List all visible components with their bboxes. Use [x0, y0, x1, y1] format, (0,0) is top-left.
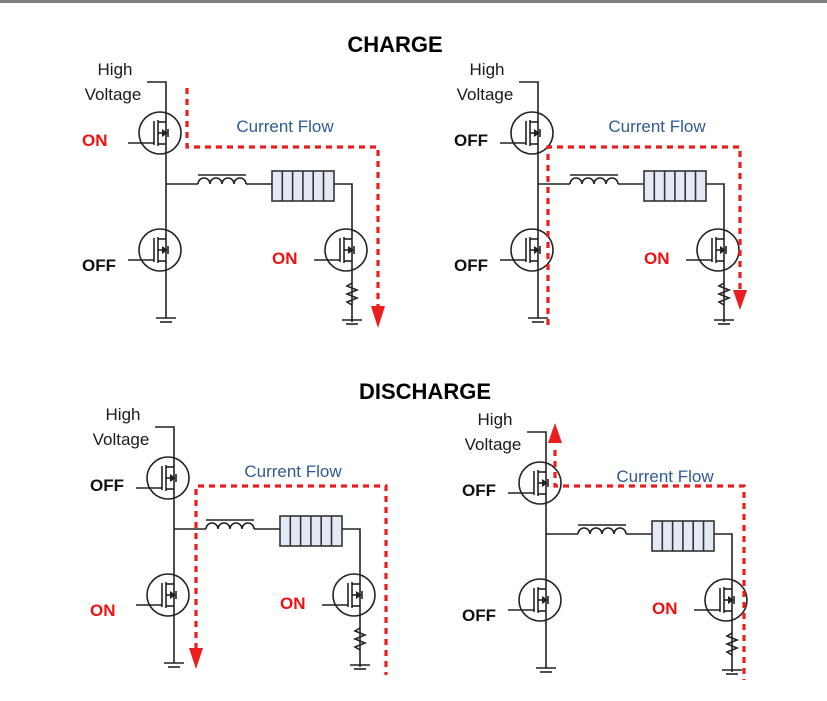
section-title-discharge: DISCHARGE	[359, 379, 491, 404]
resistor-icon	[344, 282, 360, 306]
high-side-mosfet-icon	[500, 111, 554, 155]
current-flow-label: Current Flow	[244, 462, 342, 481]
current-flow-label: Current Flow	[608, 117, 706, 136]
body-diode-icon	[348, 246, 354, 254]
arrow-down-icon	[733, 290, 747, 310]
supply-rail	[147, 81, 167, 318]
ground-icon	[714, 319, 734, 325]
high-voltage-label: Voltage	[85, 85, 142, 104]
body-diode-icon	[170, 591, 176, 599]
low-side-mosfet-icon	[136, 573, 190, 617]
low-side-mosfet-icon	[128, 228, 182, 272]
ground-icon	[342, 319, 362, 325]
capacitor-bank-icon	[651, 520, 715, 552]
load-mosfet-icon	[322, 573, 376, 617]
high-voltage-label: Voltage	[465, 435, 522, 454]
current-flow-path	[553, 450, 746, 680]
ground-icon	[528, 317, 548, 323]
current-flow-path	[194, 484, 388, 675]
resistor-icon	[716, 282, 732, 306]
supply-rail	[527, 431, 547, 668]
current-flow-label: Current Flow	[616, 467, 714, 486]
high-voltage-label: High	[478, 410, 513, 429]
window-top-border	[0, 0, 827, 3]
high-side-mosfet-icon	[508, 461, 562, 505]
load-switch-state: ON	[652, 599, 678, 618]
body-diode-icon	[720, 246, 726, 254]
current-flow-path	[546, 145, 742, 325]
high-side-mosfet-icon	[136, 456, 190, 500]
low-side-switch-state: OFF	[454, 256, 488, 275]
high-side-mosfet-icon	[128, 111, 182, 155]
supply-rail	[519, 81, 539, 318]
inductor-icon	[197, 174, 247, 185]
load-mosfet-icon	[686, 228, 740, 272]
ground-icon	[156, 317, 176, 323]
ground-icon	[536, 667, 556, 673]
capacitor-bank-icon	[271, 170, 335, 202]
current-flow-label: Current Flow	[236, 117, 334, 136]
inductor-icon	[577, 524, 627, 535]
inductor-icon	[569, 174, 619, 185]
low-side-mosfet-icon	[508, 578, 562, 622]
high-side-switch-state: OFF	[454, 131, 488, 150]
high-voltage-label: High	[98, 60, 133, 79]
section-title-charge: CHARGE	[347, 32, 442, 57]
high-voltage-label: High	[470, 60, 505, 79]
inductor-icon	[205, 519, 255, 530]
body-diode-icon	[170, 474, 176, 482]
arrow-up-icon	[548, 423, 562, 443]
high-voltage-label: Voltage	[457, 85, 514, 104]
body-diode-icon	[162, 246, 168, 254]
ground-icon	[722, 669, 742, 675]
high-voltage-label: Voltage	[93, 430, 150, 449]
resistor-icon	[724, 632, 740, 656]
low-side-switch-state: ON	[90, 601, 116, 620]
body-diode-icon	[162, 129, 168, 137]
low-side-switch-state: OFF	[82, 256, 116, 275]
ground-icon	[350, 664, 370, 670]
body-diode-icon	[534, 129, 540, 137]
body-diode-icon	[534, 246, 540, 254]
low-side-mosfet-icon	[500, 228, 554, 272]
arrow-down-icon	[189, 648, 203, 669]
body-diode-icon	[356, 591, 362, 599]
load-mosfet-icon	[314, 228, 368, 272]
load-switch-state: ON	[280, 594, 306, 613]
arrow-down-icon	[371, 306, 385, 328]
resistor-icon	[352, 627, 368, 651]
high-side-switch-state: OFF	[462, 481, 496, 500]
supply-rail	[155, 426, 175, 663]
body-diode-icon	[728, 596, 734, 604]
high-side-switch-state: OFF	[90, 476, 124, 495]
current-flow-path	[185, 88, 380, 308]
body-diode-icon	[542, 479, 548, 487]
body-diode-icon	[542, 596, 548, 604]
load-mosfet-icon	[694, 578, 748, 622]
high-voltage-label: High	[106, 405, 141, 424]
low-side-switch-state: OFF	[462, 606, 496, 625]
capacitor-bank-icon	[279, 515, 343, 547]
high-side-switch-state: ON	[82, 131, 108, 150]
load-switch-state: ON	[272, 249, 298, 268]
capacitor-bank-icon	[643, 170, 707, 202]
ground-icon	[164, 662, 184, 668]
load-switch-state: ON	[644, 249, 670, 268]
